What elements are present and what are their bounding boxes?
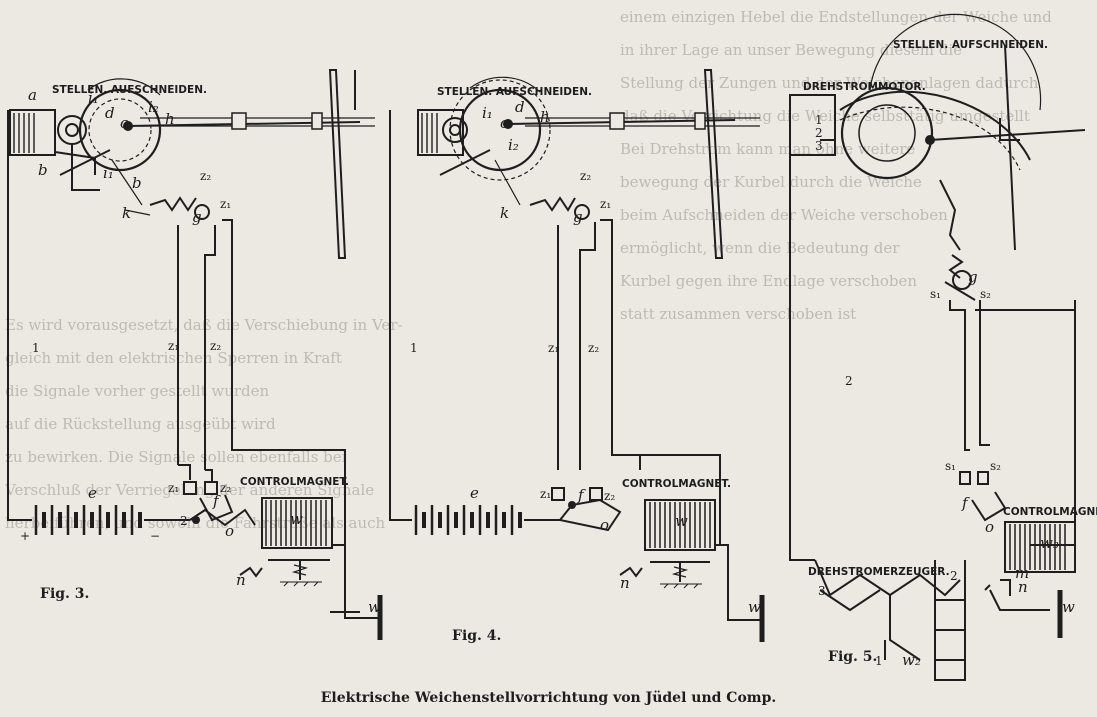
- symbol-i2: i₂: [148, 98, 159, 116]
- f5-symbol-f: f: [961, 494, 970, 512]
- f4-symbol-z1: z₁: [600, 197, 611, 211]
- f4-wire-z2: z₂: [588, 341, 599, 355]
- background-text-line: zu bewirken. Die Signale sollen ebenfall…: [5, 448, 347, 466]
- symbol-z2: z₂: [200, 169, 211, 183]
- symbol-e: e: [88, 484, 97, 502]
- f4-symbol-d: d: [515, 98, 525, 116]
- symbol-k: k: [122, 204, 131, 222]
- f4-symbol-f: f: [577, 486, 586, 504]
- symbol-b: b: [38, 161, 48, 179]
- drehstrommotor-label: DREHSTROMMOTOR.: [803, 81, 926, 93]
- f4-symbol-h: h: [540, 108, 550, 126]
- background-text-line: gleich mit den elektrischen Sperren in K…: [5, 349, 342, 367]
- symbol-f: f: [212, 492, 221, 510]
- background-text-line: auf die Rückstellung ausgeübt wird: [5, 415, 276, 433]
- f4-symbol-i1: i₁: [482, 104, 493, 122]
- f4-wire-1: 1: [410, 341, 418, 355]
- background-text: einem einzigen Hebel die Endstellungen d…: [4, 8, 1052, 532]
- background-text-line: Bei Drehstrom kann man ohne weitere: [620, 140, 915, 158]
- wire-1: 1: [32, 341, 40, 355]
- contact-z2: z₂: [220, 481, 231, 495]
- symbol-o: o: [225, 522, 234, 540]
- pivot-2: 2: [180, 514, 188, 528]
- fig4-stellen-label: STELLEN. AUFSCHNEIDEN.: [437, 86, 592, 98]
- symbol-w-lamp: w: [368, 598, 381, 616]
- f5-symbol-s1: s₁: [930, 287, 941, 301]
- background-text-line: ermöglicht, wenn die Bedeutung der: [620, 239, 900, 257]
- f5-symbol-n: n: [1018, 578, 1028, 596]
- f4-symbol-c: c: [500, 114, 509, 132]
- f5-pin-2: 2: [815, 126, 823, 140]
- f5-symbol-s2: s₂: [980, 287, 991, 301]
- f4-symbol-z2: z₂: [580, 169, 591, 183]
- f4-wire-z1: z₁: [548, 341, 559, 355]
- contact-z1: z₁: [168, 481, 179, 495]
- f5-symbol-w: w: [1062, 598, 1075, 616]
- figure-3-diagram: [7, 69, 383, 640]
- background-text-line: beim Aufschneiden der Weiche verschoben: [620, 206, 948, 224]
- f5-pin-1: 1: [815, 113, 823, 127]
- background-text-line: daß die Vorrichtung die Weiche selbsttät…: [620, 107, 1030, 125]
- f5-pin-3: 3: [815, 139, 823, 153]
- f5-symbol-m: m: [1015, 564, 1029, 582]
- f4-symbol-o: o: [600, 516, 609, 534]
- f5-symbol-o: o: [985, 518, 994, 536]
- symbol-b-right: b: [132, 174, 142, 192]
- f5-gen-1: 1: [875, 654, 883, 668]
- f4-symbol-e: e: [470, 484, 479, 502]
- f5-contact-s1: s₁: [945, 459, 956, 473]
- background-text-line: Kurbel gegen ihre Endlage verschoben: [620, 272, 917, 290]
- background-text-line: in ihrer Lage an unser Bewegung diesem d…: [620, 41, 962, 59]
- f4-contact-z2: z₂: [604, 489, 615, 503]
- background-text-line: einem einzigen Hebel die Endstellungen d…: [620, 8, 1052, 26]
- f4-symbol-g: g: [573, 208, 583, 226]
- f4-symbol-w-lamp: w: [748, 598, 761, 616]
- background-text-line: bewegung der Kurbel durch die Weiche: [620, 173, 922, 191]
- symbol-i1-lower: i₁: [103, 164, 114, 182]
- fig5-stellen-label: STELLEN. AUFSCHNEIDEN.: [893, 39, 1048, 51]
- f5-symbol-g: g: [968, 268, 978, 286]
- fig-4-caption: Fig. 4.: [452, 628, 501, 644]
- symbol-i1: i₁: [88, 89, 99, 107]
- fig4-controlmagnet-label: CONTROLMAGNET.: [622, 478, 731, 490]
- f5-symbol-w3: w₃: [1040, 534, 1059, 552]
- fig3-controlmagnet-label: CONTROLMAGNET.: [240, 476, 349, 488]
- f5-symbol-w2: w₂: [902, 651, 921, 669]
- minus-sign: −: [150, 529, 160, 543]
- wire-z2: z₂: [210, 339, 221, 353]
- drehstromerzeuger-label: DREHSTROMERZEUGER.: [808, 566, 950, 578]
- sheet-caption: Elektrische Weichenstellvorrichtung von …: [320, 690, 777, 706]
- f4-symbol-w: w: [675, 512, 688, 530]
- f4-symbol-n: n: [620, 574, 630, 592]
- symbol-n: n: [236, 571, 246, 589]
- background-text-line: die Signale vorher gestellt wurden: [5, 382, 270, 400]
- symbol-h: h: [165, 110, 175, 128]
- figure-5-diagram: [789, 13, 1086, 681]
- f4-symbol-k: k: [500, 204, 509, 222]
- symbol-c: c: [120, 114, 129, 132]
- figure-4-diagram: [389, 69, 765, 642]
- fig5-controlmagnet-label: CONTROLMAGNET.: [1003, 506, 1097, 518]
- symbol-z1: z₁: [220, 197, 231, 211]
- wire-z1: z₁: [168, 339, 179, 353]
- plus-sign: +: [20, 529, 30, 543]
- f4-symbol-i2: i₂: [508, 136, 519, 154]
- background-text-line: Es wird vorausgesetzt, daß die Verschieb…: [5, 316, 403, 334]
- fig-3-caption: Fig. 3.: [40, 586, 89, 602]
- f4-contact-z1: z₁: [540, 487, 551, 501]
- fig-5-caption: Fig. 5.: [828, 649, 877, 665]
- f5-wire-2: 2: [845, 374, 853, 388]
- f5-gen-3: 3: [818, 584, 826, 598]
- symbol-w: w: [290, 510, 303, 528]
- symbol-d: d: [105, 104, 115, 122]
- fig3-stellen-label: STELLEN. AUFSCHNEIDEN.: [52, 84, 207, 96]
- background-text-line: statt zusammen verschoben ist: [620, 305, 856, 323]
- background-text-line: Stellung der Zungen und der Weichenanlag…: [620, 74, 1039, 92]
- symbol-a: a: [28, 86, 37, 104]
- f5-gen-2: 2: [950, 569, 958, 583]
- f5-contact-s2: s₂: [990, 459, 1001, 473]
- symbol-g: g: [192, 208, 202, 226]
